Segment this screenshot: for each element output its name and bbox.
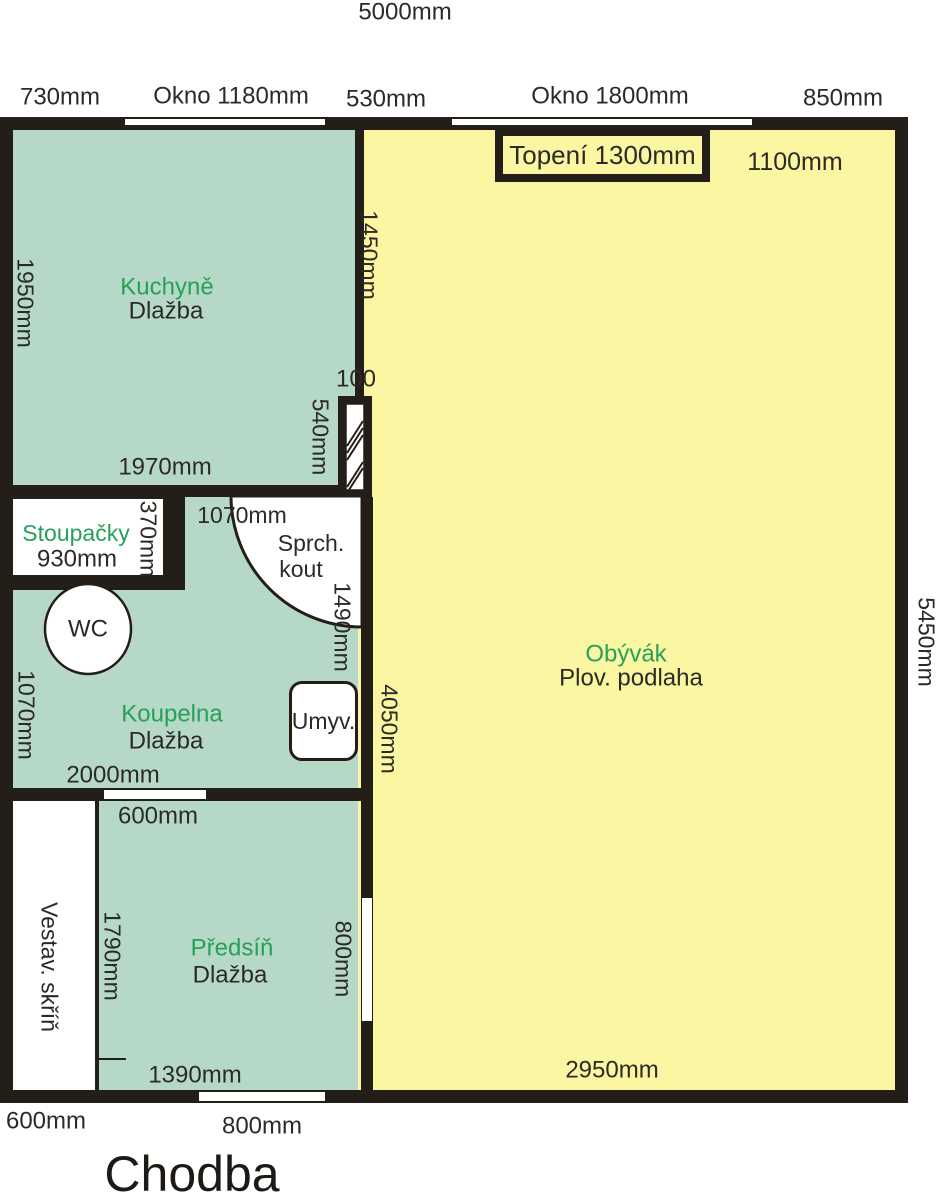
dim-kitchen-height: 1950mm [12,258,39,348]
dim-overall-height: 5450mm [913,597,939,687]
dim-hall-height: 1790mm [99,911,126,1001]
room-name-shaft: Stoupačky [22,519,130,546]
door-gap-hallway [199,1092,325,1101]
dim-shower-top: 1070mm [197,501,287,528]
dim-top-530: 530mm [345,85,427,113]
dim-radiator-offset: 1100mm [747,147,843,176]
wall-left [0,117,13,1103]
window-kitchen [125,119,325,125]
shaft-interior [13,499,163,575]
dim-shaft-width: 930mm [36,545,118,573]
dim-hall-door-right: 800mm [330,920,357,998]
closet-label: Vestav. skříň [36,902,63,1032]
room-name-hall: Předsíň [190,934,274,962]
dim-kitchen-door-wall: 1450mm [356,210,383,300]
dim-shaft-depth: 370mm [135,500,162,578]
dim-kitchen-width: 1970mm [118,453,212,481]
dim-hall-top-door: 600mm [117,802,199,830]
dim-hall-width: 1390mm [148,1061,242,1089]
room-name-living: Obývák [585,640,667,668]
dim-kitchen-door-width: 540mm [307,398,334,476]
room-floor-bathroom: Dlažba [128,727,204,755]
room-kitchen-floor [13,128,358,488]
sink-label: Umyv. [291,707,356,734]
hall-corner-post [97,1058,126,1091]
dim-living-width: 2950mm [565,1056,659,1084]
room-name-kitchen: Kuchyně [120,273,214,301]
dim-overall-width: 5000mm [358,0,452,26]
dim-living-height: 4050mm [376,684,403,774]
shower-label-line2: kout [279,555,323,582]
sink: Umyv. [289,681,358,761]
wall-kitchen-living [355,128,364,398]
room-floor-hall: Dlažba [192,961,268,989]
room-floor-kitchen: Dlažba [128,297,204,325]
door-gap-hall-living [362,898,372,1021]
hallway-label: Chodba [104,1145,280,1200]
dim-window-living: Okno 1800mm [531,82,689,110]
room-name-bathroom: Koupelna [121,700,223,728]
door-frame-kitchen [338,396,372,497]
wall-right [895,117,908,1103]
wall-bottom [0,1090,908,1103]
closet-divider [95,801,99,1090]
radiator-label: Topení 1300mm [509,139,696,170]
door-gap-bathroom-hall [104,790,206,799]
window-living [452,119,752,125]
dim-top-730: 730mm [19,83,101,111]
closet-area [13,801,95,1090]
dim-top-850: 850mm [802,84,884,112]
dim-window-kitchen: Okno 1180mm [153,82,309,110]
dim-door-gap-100: 100 [335,365,377,393]
room-living-floor [358,128,896,1091]
room-hall-floor [99,801,361,1091]
dim-bottom-600: 600mm [5,1107,87,1135]
wc-label: WC [68,615,108,643]
dim-bottom-door-800: 800mm [221,1112,303,1140]
dim-bathroom-left: 1070mm [13,670,40,760]
radiator-box: Topení 1300mm [495,128,710,182]
shower-label-line1: Sprch. [277,529,345,556]
room-floor-living: Plov. podlaha [559,664,703,692]
dim-bathroom-width: 2000mm [66,761,160,789]
dim-shower-side: 1490mm [329,582,356,672]
